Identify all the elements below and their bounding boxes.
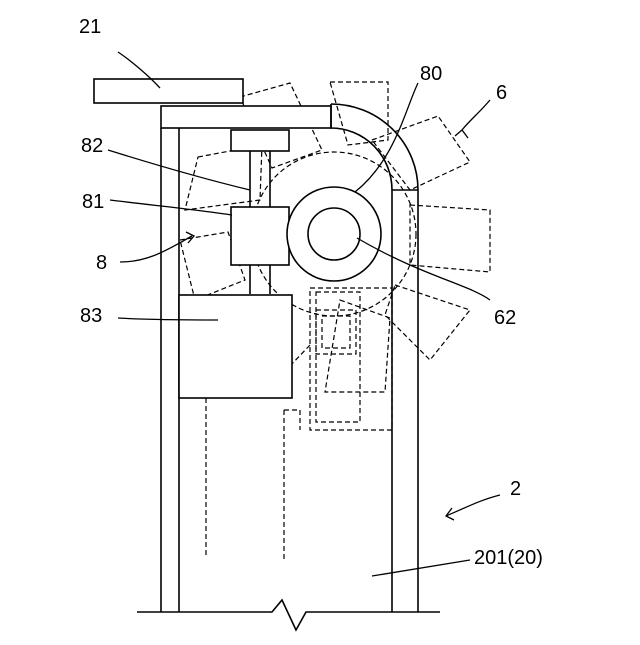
top-plate-21	[94, 79, 243, 103]
label-80: 80	[420, 63, 442, 85]
top-beam	[161, 106, 331, 128]
label-6: 6	[496, 82, 507, 104]
rotor-inner-62	[308, 208, 360, 260]
label-83: 83	[80, 305, 102, 327]
block-81	[231, 207, 289, 265]
label-21: 21	[79, 16, 101, 38]
label-201-20: 201(20)	[474, 547, 543, 569]
ground-line	[137, 600, 440, 630]
label-2: 2	[510, 478, 521, 500]
leader-lines	[108, 52, 500, 576]
label-8: 8	[96, 252, 107, 274]
bracket-82	[231, 130, 289, 151]
label-62: 62	[494, 307, 516, 329]
label-82: 82	[81, 135, 103, 157]
box-83	[179, 295, 292, 398]
label-81: 81	[82, 191, 104, 213]
